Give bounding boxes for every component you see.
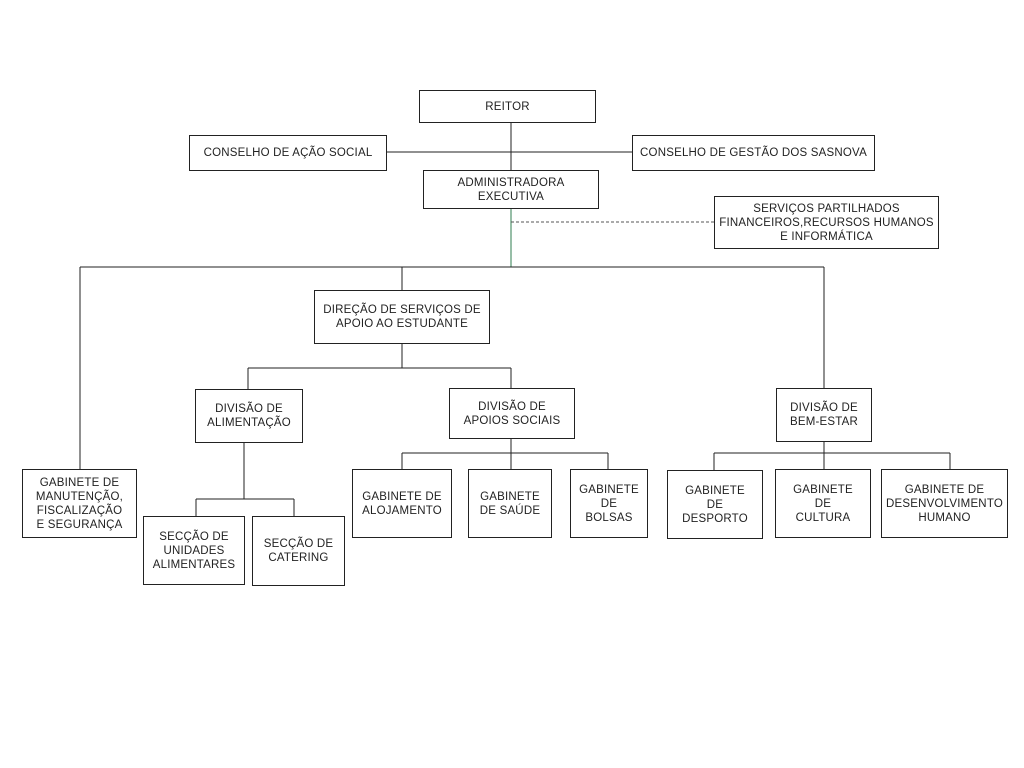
box-reitor: REITOR (419, 90, 596, 123)
box-seccao-unidades-alimentares: SECÇÃO DE UNIDADES ALIMENTARES (143, 516, 245, 585)
box-divisao-alimentacao: DIVISÃO DE ALIMENTAÇÃO (195, 389, 303, 443)
box-gabinete-desenvolvimento-humano: GABINETE DE DESENVOLVIMENTO HUMANO (881, 469, 1008, 538)
box-direcao-servicos: DIREÇÃO DE SERVIÇOS DE APOIO AO ESTUDANT… (314, 290, 490, 344)
box-servicos-partilhados: SERVIÇOS PARTILHADOS FINANCEIROS,RECURSO… (714, 196, 939, 249)
box-seccao-catering: SECÇÃO DE CATERING (252, 516, 345, 586)
box-conselho-acao-social: CONSELHO DE AÇÃO SOCIAL (189, 135, 387, 171)
box-gabinete-bolsas: GABINETE DE BOLSAS (570, 469, 648, 538)
box-conselho-gestao: CONSELHO DE GESTÃO DOS SASNOVA (632, 135, 875, 171)
box-gabinete-alojamento: GABINETE DE ALOJAMENTO (352, 469, 452, 538)
box-gabinete-desporto: GABINETE DE DESPORTO (667, 470, 763, 539)
box-gabinete-manutencao: GABINETE DE MANUTENÇÃO, FISCALIZAÇÃO E S… (22, 469, 137, 538)
box-divisao-apoios-sociais: DIVISÃO DE APOIOS SOCIAIS (449, 388, 575, 439)
box-divisao-bem-estar: DIVISÃO DE BEM-ESTAR (776, 388, 872, 442)
box-gabinete-cultura: GABINETE DE CULTURA (775, 469, 871, 538)
box-gabinete-saude: GABINETE DE SAÚDE (468, 469, 552, 538)
box-administradora-executiva: ADMINISTRADORA EXECUTIVA (423, 170, 599, 209)
